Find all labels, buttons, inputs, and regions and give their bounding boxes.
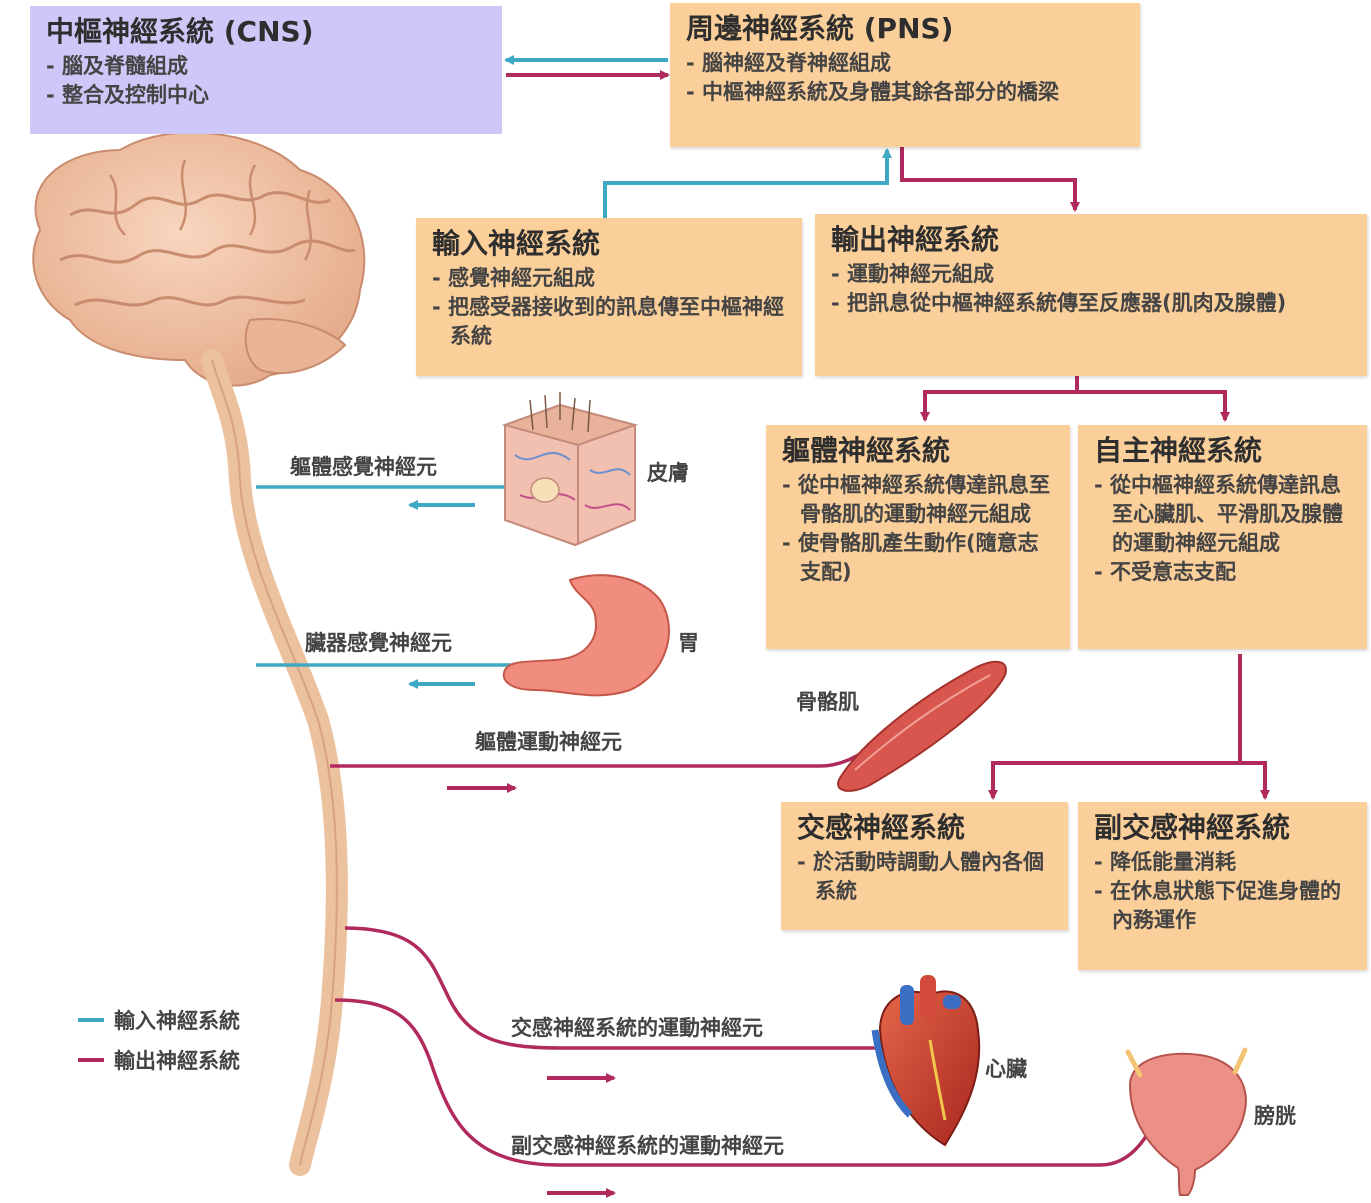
parasympathetic-title: 副交感神經系統 (1094, 810, 1355, 846)
afferent-to-pns-connector (605, 150, 887, 218)
parasympathetic-motor-label: 副交感神經系統的運動神經元 (511, 1130, 784, 1160)
parasympathetic-box: 副交感神經系統 降低能量消耗 在休息狀態下促進身體的內務運作 (1078, 802, 1367, 970)
sympathetic-motor-label: 交感神經系統的運動神經元 (511, 1012, 763, 1042)
autonomic-to-parasympathetic-connector (1240, 763, 1265, 798)
autonomic-list: 從中樞神經系統傳達訊息至心臟肌、平滑肌及腺體的運動神經元組成 不受意志支配 (1094, 471, 1355, 587)
heart-illustration (875, 975, 979, 1145)
cns-item: 腦及脊髓組成 (46, 52, 490, 81)
cns-title: 中樞神經系統 (CNS) (46, 14, 490, 50)
somatic-list: 從中樞神經系統傳達訊息至骨骼肌的運動神經元組成 使骨骼肌產生動作(隨意志支配) (782, 471, 1058, 587)
visceral-sensory-label: 臟器感覺神經元 (305, 627, 452, 657)
cns-list: 腦及脊髓組成 整合及控制中心 (46, 52, 490, 110)
efferent-item: 把訊息從中樞神經系統傳至反應器(肌肉及腺體) (831, 289, 1355, 318)
autonomic-box: 自主神經系統 從中樞神經系統傳達訊息至心臟肌、平滑肌及腺體的運動神經元組成 不受… (1078, 425, 1367, 649)
somatic-box: 軀體神經系統 從中樞神經系統傳達訊息至骨骼肌的運動神經元組成 使骨骼肌產生動作(… (766, 425, 1070, 649)
efferent-title: 輸出神經系統 (831, 222, 1355, 258)
efferent-list: 運動神經元組成 把訊息從中樞神經系統傳至反應器(肌肉及腺體) (831, 260, 1355, 318)
efferent-box: 輸出神經系統 運動神經元組成 把訊息從中樞神經系統傳至反應器(肌肉及腺體) (815, 214, 1367, 376)
autonomic-title: 自主神經系統 (1094, 433, 1355, 469)
sympathetic-item: 於活動時調動人體內各個系統 (797, 848, 1056, 906)
pns-item: 腦神經及脊神經組成 (686, 49, 1128, 78)
somatic-sensory-label: 軀體感覺神經元 (290, 451, 437, 481)
cns-item: 整合及控制中心 (46, 81, 490, 110)
afferent-list: 感覺神經元組成 把感受器接收到的訊息傳至中樞神經系統 (432, 264, 790, 351)
afferent-item: 把感受器接收到的訊息傳至中樞神經系統 (432, 293, 790, 351)
stomach-illustration (504, 575, 669, 695)
efferent-item: 運動神經元組成 (831, 260, 1355, 289)
legend-item-input: 輸入神經系統 (78, 1005, 240, 1035)
brain-illustration (33, 133, 364, 386)
bladder-label: 膀胱 (1254, 1100, 1296, 1130)
cns-box: 中樞神經系統 (CNS) 腦及脊髓組成 整合及控制中心 (30, 6, 502, 134)
parasympathetic-item: 降低能量消耗 (1094, 848, 1355, 877)
somatic-title: 軀體神經系統 (782, 433, 1058, 469)
pns-list: 腦神經及脊神經組成 中樞神經系統及身體其餘各部分的橋梁 (686, 49, 1128, 107)
bladder-illustration (1128, 1050, 1246, 1195)
autonomic-item: 不受意志支配 (1094, 558, 1355, 587)
pns-title: 周邊神經系統 (PNS) (686, 11, 1128, 47)
skin-label: 皮膚 (647, 457, 689, 487)
skeletal-muscle-label: 骨骼肌 (796, 686, 859, 716)
legend-label-output: 輸出神經系統 (114, 1045, 240, 1075)
pns-item: 中樞神經系統及身體其餘各部分的橋梁 (686, 78, 1128, 107)
pns-box: 周邊神經系統 (PNS) 腦神經及脊神經組成 中樞神經系統及身體其餘各部分的橋梁 (670, 3, 1140, 147)
heart-label: 心臟 (985, 1053, 1027, 1083)
legend-swatch-output (78, 1058, 104, 1062)
stomach-label: 胃 (678, 627, 699, 657)
legend-swatch-input (78, 1018, 104, 1022)
afferent-item: 感覺神經元組成 (432, 264, 790, 293)
efferent-to-autonomic-connector (1077, 392, 1225, 420)
sympathetic-list: 於活動時調動人體內各個系統 (797, 848, 1056, 906)
autonomic-to-sympathetic-connector (993, 654, 1240, 798)
autonomic-item: 從中樞神經系統傳達訊息至心臟肌、平滑肌及腺體的運動神經元組成 (1094, 471, 1355, 558)
sympathetic-box: 交感神經系統 於活動時調動人體內各個系統 (781, 802, 1068, 930)
somatic-motor-label: 軀體運動神經元 (475, 726, 622, 756)
afferent-box: 輸入神經系統 感覺神經元組成 把感受器接收到的訊息傳至中樞神經系統 (416, 218, 802, 376)
legend-label-input: 輸入神經系統 (114, 1005, 240, 1035)
somatic-item: 從中樞神經系統傳達訊息至骨骼肌的運動神經元組成 (782, 471, 1058, 529)
efferent-to-somatic-connector (925, 376, 1077, 420)
afferent-title: 輸入神經系統 (432, 226, 790, 262)
somatic-item: 使骨骼肌產生動作(隨意志支配) (782, 529, 1058, 587)
legend-item-output: 輸出神經系統 (78, 1045, 240, 1075)
parasympathetic-item: 在休息狀態下促進身體的內務運作 (1094, 877, 1355, 935)
parasympathetic-list: 降低能量消耗 在休息狀態下促進身體的內務運作 (1094, 848, 1355, 935)
pns-to-efferent-connector (902, 146, 1075, 210)
sympathetic-title: 交感神經系統 (797, 810, 1056, 846)
skin-illustration (505, 392, 635, 545)
